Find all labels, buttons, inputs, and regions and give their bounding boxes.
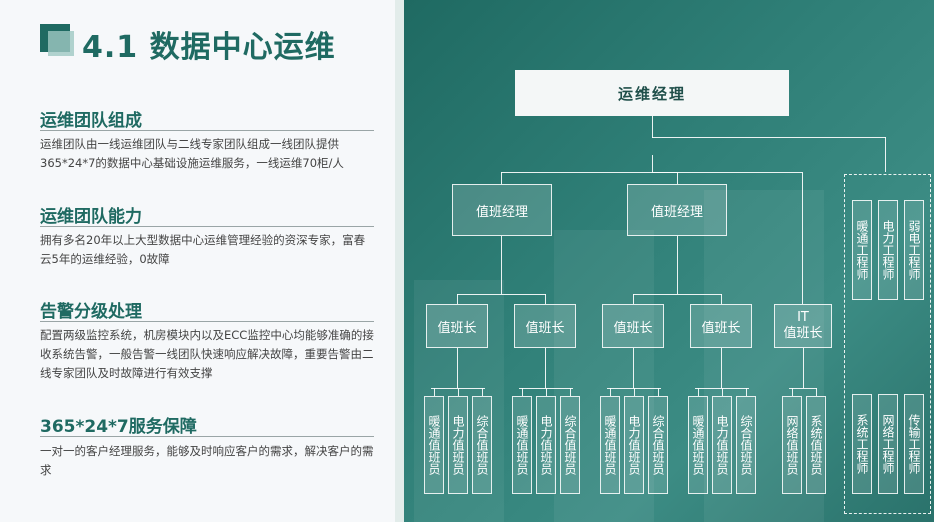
engineer-group — [844, 174, 931, 514]
org-node-label: IT 值班长 — [783, 310, 823, 341]
title-decoration-accent — [48, 31, 74, 56]
org-node-label: 电力工程师 — [881, 220, 895, 280]
section-heading: 运维团队能力 — [40, 207, 142, 227]
duty-staff-node: 综合值班员 — [560, 396, 580, 494]
duty-staff-node: 系统值班员 — [806, 396, 826, 494]
section-divider — [40, 130, 374, 131]
org-node-label: 综合值班员 — [651, 415, 665, 475]
section-body: 拥有多名20年以上大型数据中心运维管理经验的资深专家，富春云5年的运维经验，0故… — [40, 233, 366, 266]
engineer-node: 传输工程师 — [904, 394, 924, 494]
engineer-node: 系统工程师 — [852, 394, 872, 494]
org-node-label: 网络工程师 — [881, 414, 895, 474]
org-node-label: 系统值班员 — [809, 415, 823, 475]
org-node-label: 暖通工程师 — [855, 220, 869, 280]
org-node-label: 值班经理 — [650, 204, 703, 220]
engineer-node: 弱电工程师 — [904, 200, 924, 300]
org-team-leader-node: 值班长 — [426, 304, 488, 348]
org-node-label: 电力值班员 — [539, 415, 553, 475]
org-node-label: 电力值班员 — [715, 415, 729, 475]
duty-staff-node: 电力值班员 — [624, 396, 644, 494]
engineer-node: 电力工程师 — [878, 200, 898, 300]
org-node-label: 弱电工程师 — [907, 220, 921, 280]
org-node-label: 值班长 — [701, 320, 741, 336]
org-node-label: 系统工程师 — [855, 414, 869, 474]
duty-staff-node: 综合值班员 — [736, 396, 756, 494]
page-title: 4.1 数据中心运维 — [82, 30, 336, 65]
org-team-leader-node: 值班长 — [514, 304, 576, 348]
duty-staff-node: 暖通值班员 — [424, 396, 444, 494]
org-node-label: 暖通值班员 — [603, 415, 617, 475]
org-team-leader-node: IT 值班长 — [774, 304, 832, 348]
section-body: 一对一的客户经理服务，能够及时响应客户的需求，解决客户的需求 — [40, 444, 374, 477]
section-body: 运维团队由一线运维团队与二线专家团队组成一线团队提供365*24*7的数据中心基… — [40, 137, 344, 170]
org-node-label: 暖通值班员 — [515, 415, 529, 475]
duty-staff-node: 电力值班员 — [712, 396, 732, 494]
org-manager-node: 运维经理 — [515, 70, 789, 116]
org-chart-panel: 运维经理 值班经理 值班经理 值班长 值班长 值班长 值班长 IT 值班长 — [404, 0, 934, 522]
org-node-label: 值班长 — [437, 320, 477, 336]
duty-staff-node: 暖通值班员 — [688, 396, 708, 494]
org-node-label: 综合值班员 — [739, 415, 753, 475]
org-team-leader-node: 值班长 — [690, 304, 752, 348]
background-building — [414, 280, 504, 522]
section-heading: 告警分级处理 — [40, 302, 142, 322]
org-node-label: 值班长 — [525, 320, 565, 336]
duty-staff-node: 电力值班员 — [448, 396, 468, 494]
org-node-label: 电力值班员 — [627, 415, 641, 475]
background-building — [704, 190, 824, 522]
left-panel: 4.1 数据中心运维 运维团队组成 运维团队由一线运维团队与二线专家团队组成一线… — [0, 0, 395, 522]
org-node-label: 传输工程师 — [907, 414, 921, 474]
org-node-label: 值班经理 — [475, 204, 528, 220]
org-node-label: 电力值班员 — [451, 415, 465, 475]
org-node-label: 综合值班员 — [475, 415, 489, 475]
section-divider — [40, 321, 374, 322]
org-node-label: 暖通值班员 — [691, 415, 705, 475]
section-body: 配置两级监控系统，机房模块内以及ECC监控中心均能够准确的接收系统告警，一般告警… — [40, 328, 374, 380]
duty-staff-node: 电力值班员 — [536, 396, 556, 494]
duty-staff-node: 综合值班员 — [648, 396, 668, 494]
org-node-label: 综合值班员 — [563, 415, 577, 475]
section-heading: 运维团队组成 — [40, 111, 142, 131]
duty-staff-node: 网络值班员 — [782, 396, 802, 494]
engineer-node: 网络工程师 — [878, 394, 898, 494]
panel-divider — [395, 0, 404, 522]
org-node-label: 网络值班员 — [785, 415, 799, 475]
engineer-node: 暖通工程师 — [852, 200, 872, 300]
duty-staff-node: 暖通值班员 — [600, 396, 620, 494]
duty-staff-node: 暖通值班员 — [512, 396, 532, 494]
duty-staff-node: 综合值班员 — [472, 396, 492, 494]
org-shift-manager-node: 值班经理 — [627, 184, 727, 236]
org-shift-manager-node: 值班经理 — [452, 184, 552, 236]
section-heading: 365*24*7服务保障 — [40, 417, 197, 437]
org-node-label: 暖通值班员 — [427, 415, 441, 475]
org-node-label: 值班长 — [613, 320, 653, 336]
background-building — [554, 230, 654, 522]
org-team-leader-node: 值班长 — [602, 304, 664, 348]
org-node-label: 运维经理 — [617, 84, 686, 103]
section-divider — [40, 436, 374, 437]
section-divider — [40, 226, 374, 227]
